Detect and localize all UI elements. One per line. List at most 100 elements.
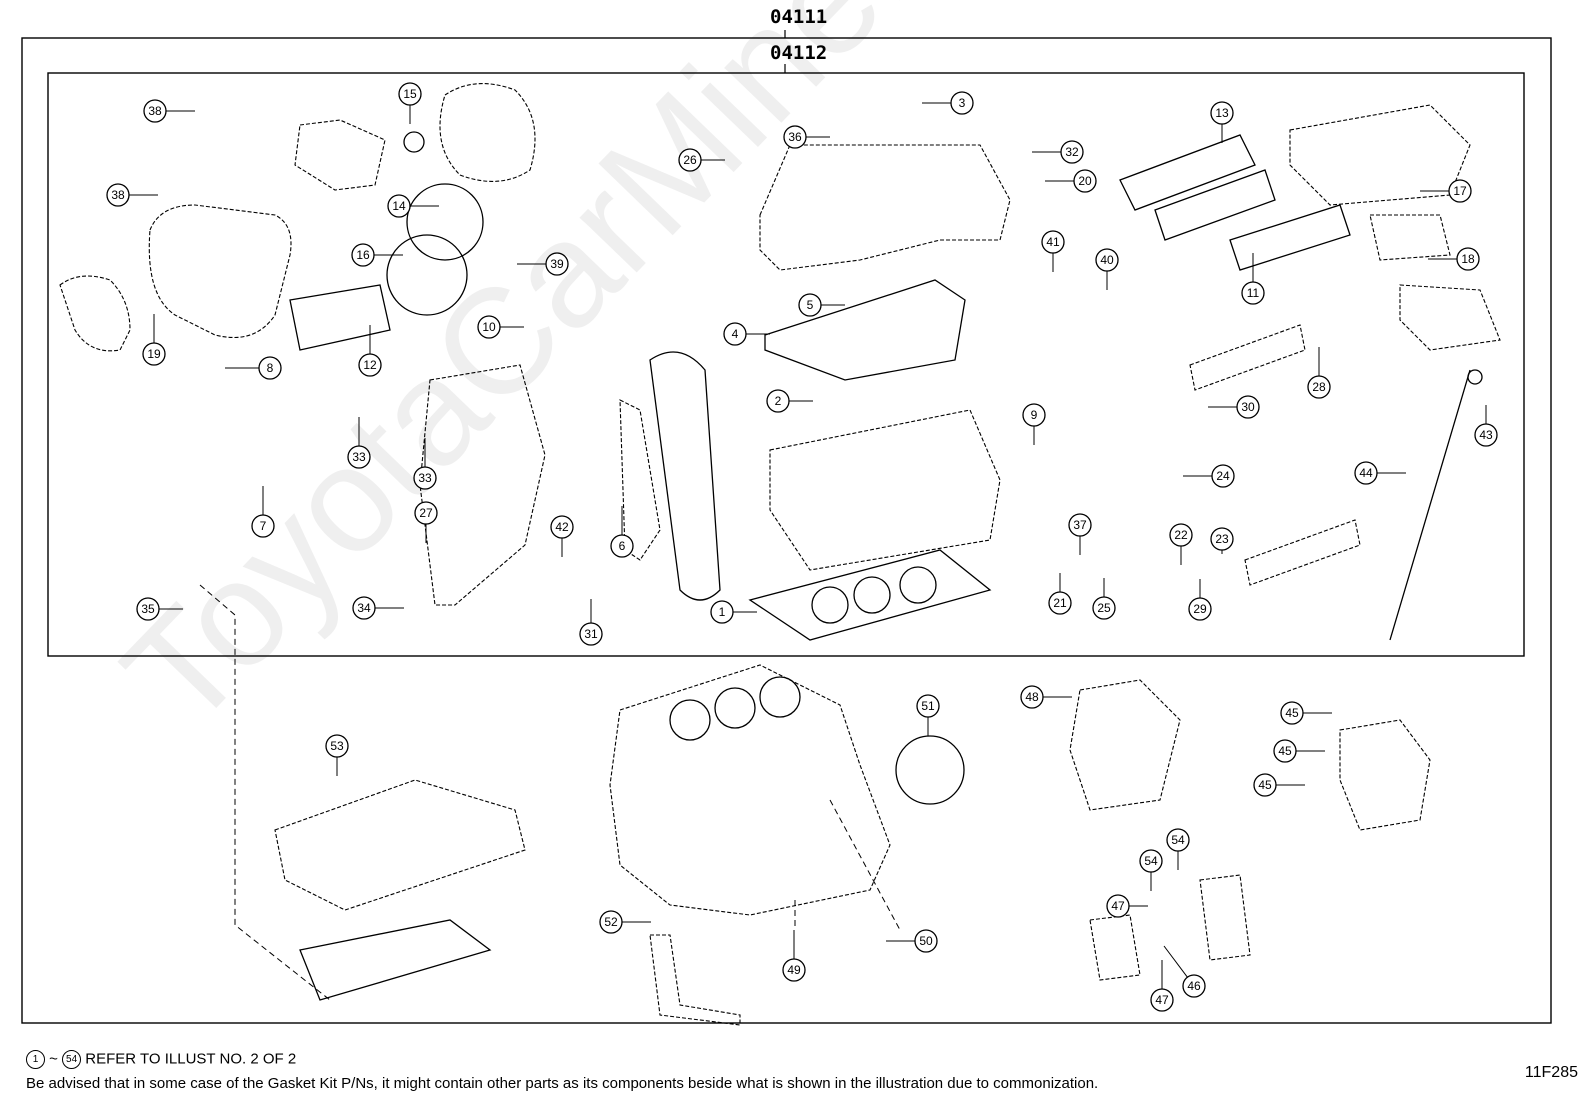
callout-circle (1041, 230, 1065, 254)
callout-11[interactable]: 11 (1241, 253, 1265, 305)
callout-3[interactable]: 3 (922, 91, 974, 115)
callout-23[interactable]: 23 (1210, 527, 1234, 554)
ref-text: REFER TO ILLUST NO. 2 OF 2 (85, 1050, 297, 1068)
callout-number: 21 (1053, 596, 1067, 610)
callout-10[interactable]: 10 (477, 315, 524, 339)
callout-35[interactable]: 35 (136, 597, 183, 621)
callout-28[interactable]: 28 (1307, 347, 1331, 399)
callout-circle (678, 148, 702, 172)
outer-kit-frame (21, 37, 1552, 1024)
callout-number: 54 (1144, 854, 1158, 868)
callout-26[interactable]: 26 (678, 148, 725, 172)
callout-number: 54 (1171, 833, 1185, 847)
assembly-code-inner[interactable]: 04112 (770, 42, 828, 64)
callout-1[interactable]: 1 (710, 600, 757, 624)
callout-47[interactable]: 47 (1150, 960, 1174, 1012)
callout-number: 34 (357, 601, 371, 615)
callout-circle (1448, 179, 1472, 203)
callout-33[interactable]: 33 (347, 417, 371, 469)
callout-number: 25 (1097, 601, 1111, 615)
callout-number: 10 (482, 320, 496, 334)
callout-layer: 3838153633220131718112614163910121987333… (106, 82, 1498, 1012)
callout-18[interactable]: 18 (1428, 247, 1480, 271)
callout-circle (1280, 701, 1304, 725)
callout-22[interactable]: 22 (1169, 523, 1193, 565)
callout-15[interactable]: 15 (398, 82, 422, 124)
callout-48[interactable]: 48 (1020, 685, 1072, 709)
callout-50[interactable]: 50 (886, 929, 938, 953)
callout-45[interactable]: 45 (1280, 701, 1332, 725)
callout-number: 9 (1031, 408, 1038, 422)
callout-circle (599, 910, 623, 934)
callout-38[interactable]: 38 (106, 183, 158, 207)
callout-number: 12 (363, 358, 377, 372)
callout-52[interactable]: 52 (599, 910, 651, 934)
callout-circle (358, 353, 382, 377)
callout-number: 27 (419, 506, 433, 520)
callout-21[interactable]: 21 (1048, 573, 1072, 615)
callout-53[interactable]: 53 (325, 734, 349, 776)
callout-circle (1139, 849, 1163, 873)
callout-9[interactable]: 9 (1022, 403, 1046, 445)
callout-number: 40 (1100, 253, 1114, 267)
callout-4[interactable]: 4 (723, 322, 770, 346)
callout-8[interactable]: 8 (225, 356, 282, 380)
callout-33[interactable]: 33 (413, 438, 437, 490)
callout-circle (579, 622, 603, 646)
callout-12[interactable]: 12 (358, 325, 382, 377)
callout-2[interactable]: 2 (766, 389, 813, 413)
callout-number: 8 (267, 361, 274, 375)
callout-19[interactable]: 19 (142, 314, 166, 366)
callout-circle (142, 342, 166, 366)
callout-25[interactable]: 25 (1092, 578, 1116, 620)
callout-number: 46 (1187, 979, 1201, 993)
callout-54[interactable]: 54 (1139, 849, 1163, 891)
callout-circle (1253, 773, 1277, 797)
callout-24[interactable]: 24 (1183, 464, 1235, 488)
callout-45[interactable]: 45 (1253, 773, 1305, 797)
callout-51[interactable]: 51 (916, 694, 940, 736)
callout-circle (1095, 248, 1119, 272)
callout-49[interactable]: 49 (782, 930, 806, 982)
callout-37[interactable]: 37 (1068, 513, 1092, 555)
callout-40[interactable]: 40 (1095, 248, 1119, 290)
callout-circle (106, 183, 130, 207)
callout-46[interactable]: 46 (1163, 945, 1206, 998)
callout-6[interactable]: 6 (610, 506, 634, 558)
callout-43[interactable]: 43 (1474, 405, 1498, 447)
callout-20[interactable]: 20 (1045, 169, 1097, 193)
callout-number: 18 (1461, 252, 1475, 266)
callout-34[interactable]: 34 (352, 596, 404, 620)
callout-17[interactable]: 17 (1420, 179, 1472, 203)
callout-36[interactable]: 36 (783, 125, 830, 149)
callout-42[interactable]: 42 (550, 515, 574, 557)
callout-32[interactable]: 32 (1032, 140, 1084, 164)
callout-7[interactable]: 7 (251, 486, 275, 538)
callout-39[interactable]: 39 (517, 252, 569, 276)
callout-circle (325, 734, 349, 758)
callout-31[interactable]: 31 (579, 599, 603, 646)
callout-circle (783, 125, 807, 149)
callout-54[interactable]: 54 (1166, 828, 1190, 870)
callout-29[interactable]: 29 (1188, 579, 1212, 621)
callout-13[interactable]: 13 (1210, 101, 1234, 143)
callout-16[interactable]: 16 (351, 243, 403, 267)
callout-circle (1182, 974, 1206, 998)
callout-30[interactable]: 30 (1208, 395, 1260, 419)
callout-47[interactable]: 47 (1106, 894, 1148, 918)
callout-circle (1169, 523, 1193, 547)
callout-44[interactable]: 44 (1354, 461, 1406, 485)
callout-45[interactable]: 45 (1273, 739, 1325, 763)
callout-27[interactable]: 27 (414, 501, 438, 543)
callout-41[interactable]: 41 (1041, 230, 1065, 272)
callout-circle (610, 534, 634, 558)
callout-circle (1456, 247, 1480, 271)
callout-circle (710, 600, 734, 624)
callout-number: 11 (1247, 286, 1260, 300)
assembly-code-outer[interactable]: 04111 (770, 6, 828, 28)
callout-14[interactable]: 14 (387, 194, 439, 218)
callout-38[interactable]: 38 (143, 99, 195, 123)
callout-5[interactable]: 5 (798, 293, 845, 317)
callout-circle (798, 293, 822, 317)
